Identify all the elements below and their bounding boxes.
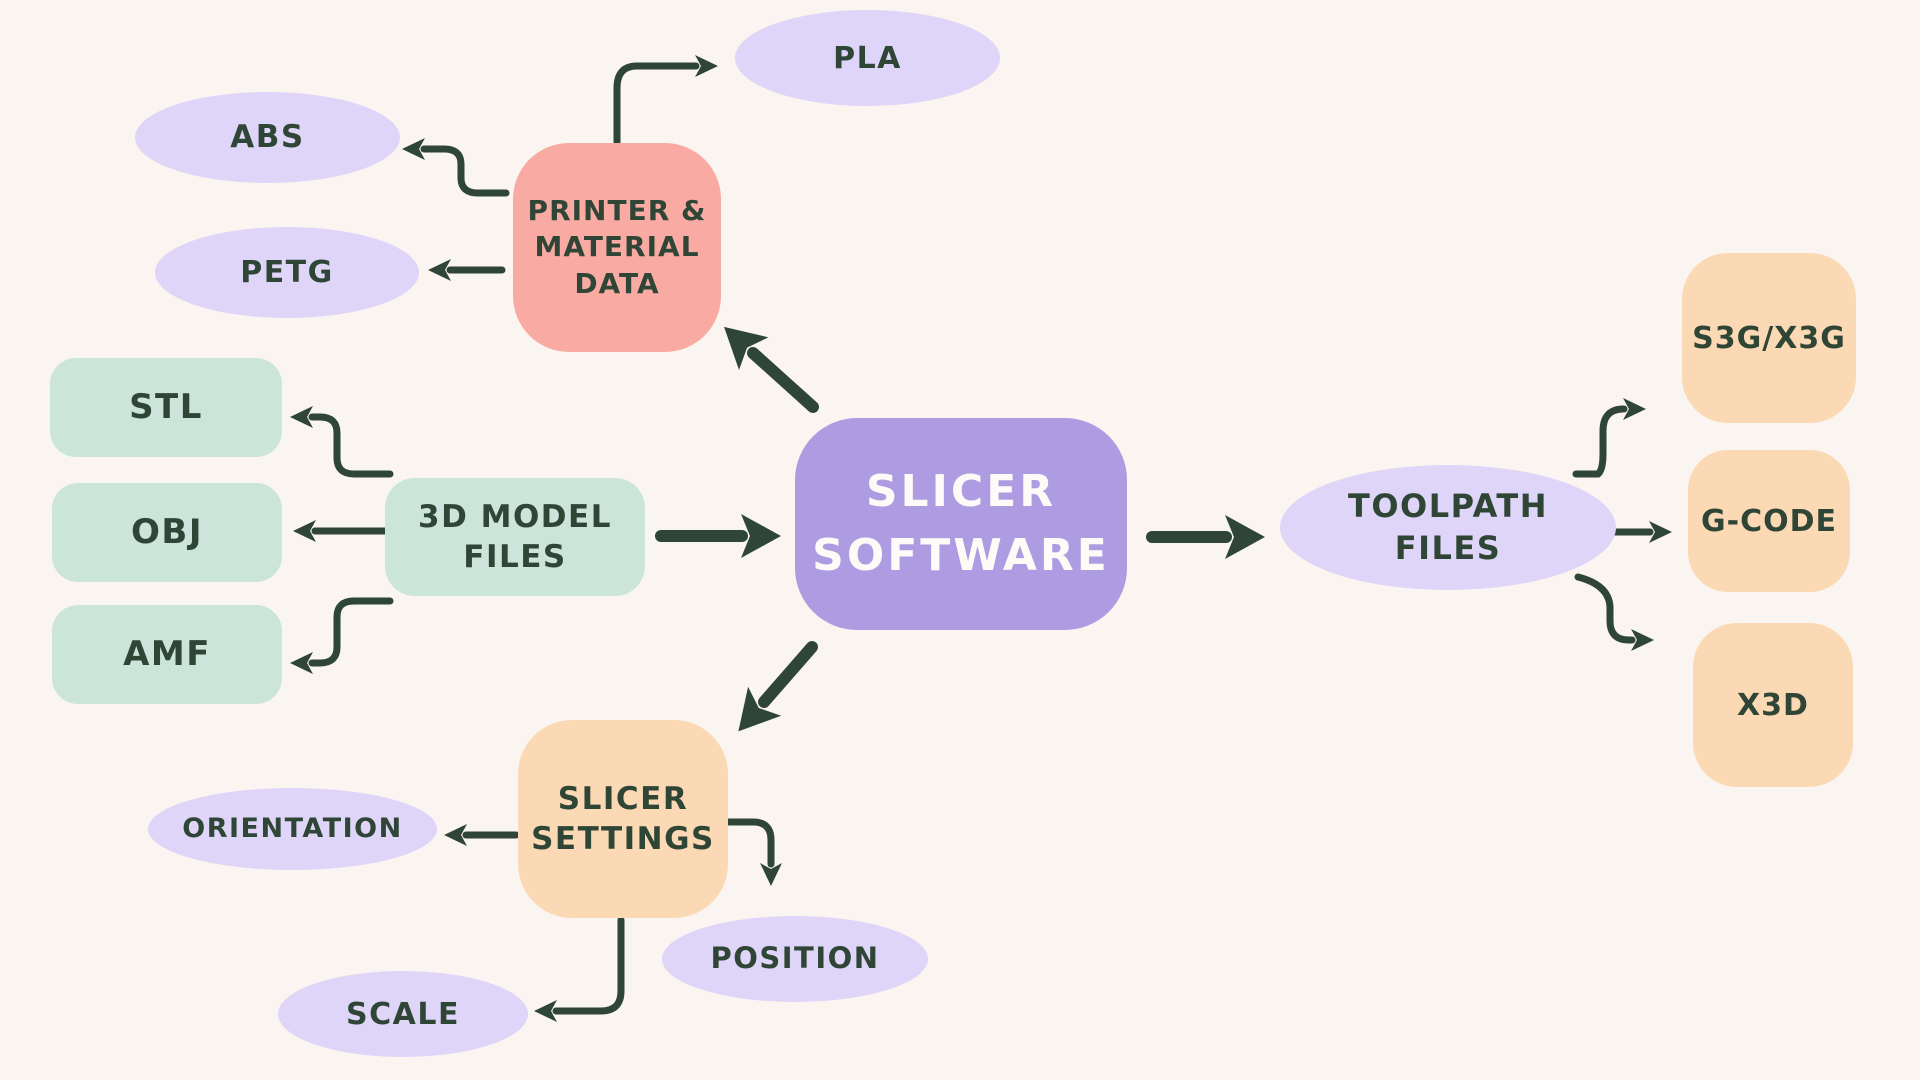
- node-obj-label: OBJ: [131, 512, 203, 553]
- node-s3g-x3g-label: S3G/X3G: [1692, 320, 1846, 356]
- node-pla: PLA: [735, 10, 1000, 106]
- arrow-toolpath-to-x3d: [1574, 573, 1654, 651]
- node-orientation-label: ORIENTATION: [182, 813, 403, 845]
- node-g-code-label: G-CODE: [1701, 503, 1837, 539]
- node-orientation: ORIENTATION: [148, 788, 437, 870]
- arrow-model-to-stl: [290, 406, 394, 478]
- node-petg: PETG: [155, 227, 419, 318]
- arrow-slicer-to-settings: [738, 641, 818, 732]
- node-toolpath-files: TOOLPATH FILES: [1280, 465, 1616, 590]
- node-toolpath-files-label: TOOLPATH FILES: [1347, 486, 1549, 567]
- node-3d-model-files: 3D MODEL FILES: [385, 478, 645, 596]
- node-slicer-software: SLICER SOFTWARE: [795, 418, 1127, 630]
- node-amf: AMF: [52, 605, 282, 704]
- node-scale-label: SCALE: [346, 996, 460, 1032]
- arrow-settings-to-position: [725, 818, 782, 886]
- node-scale: SCALE: [278, 971, 528, 1057]
- node-x3d-label: X3D: [1737, 687, 1809, 723]
- node-stl-label: STL: [129, 387, 203, 428]
- node-x3d: X3D: [1693, 623, 1853, 787]
- node-obj: OBJ: [52, 483, 282, 582]
- node-position: POSITION: [662, 916, 928, 1002]
- node-pla-label: PLA: [833, 40, 902, 76]
- node-stl: STL: [50, 358, 282, 457]
- node-abs: ABS: [135, 92, 400, 183]
- node-s3g-x3g: S3G/X3G: [1682, 253, 1856, 423]
- node-abs-label: ABS: [230, 119, 305, 156]
- node-printer-material-data: PRINTER & MATERIAL DATA: [513, 143, 721, 352]
- node-slicer-settings: SLICER SETTINGS: [518, 720, 728, 918]
- node-3d-model-files-label: 3D MODEL FILES: [418, 498, 612, 575]
- arrow-settings-to-scale: [534, 916, 625, 1022]
- node-position-label: POSITION: [710, 941, 880, 976]
- arrow-printer-to-abs: [402, 138, 510, 197]
- node-slicer-software-label: SLICER SOFTWARE: [812, 466, 1110, 581]
- arrow-printer-to-pla: [613, 55, 718, 152]
- arrow-toolpath-to-s3g-x3g: [1572, 398, 1646, 478]
- arrow-slicer-to-printer: [724, 326, 819, 413]
- node-slicer-settings-label: SLICER SETTINGS: [531, 780, 715, 857]
- node-g-code: G-CODE: [1688, 450, 1850, 592]
- node-petg-label: PETG: [240, 255, 334, 290]
- arrow-model-to-amf: [290, 597, 394, 674]
- node-amf-label: AMF: [123, 634, 211, 675]
- node-printer-material-data-label: PRINTER & MATERIAL DATA: [527, 193, 707, 300]
